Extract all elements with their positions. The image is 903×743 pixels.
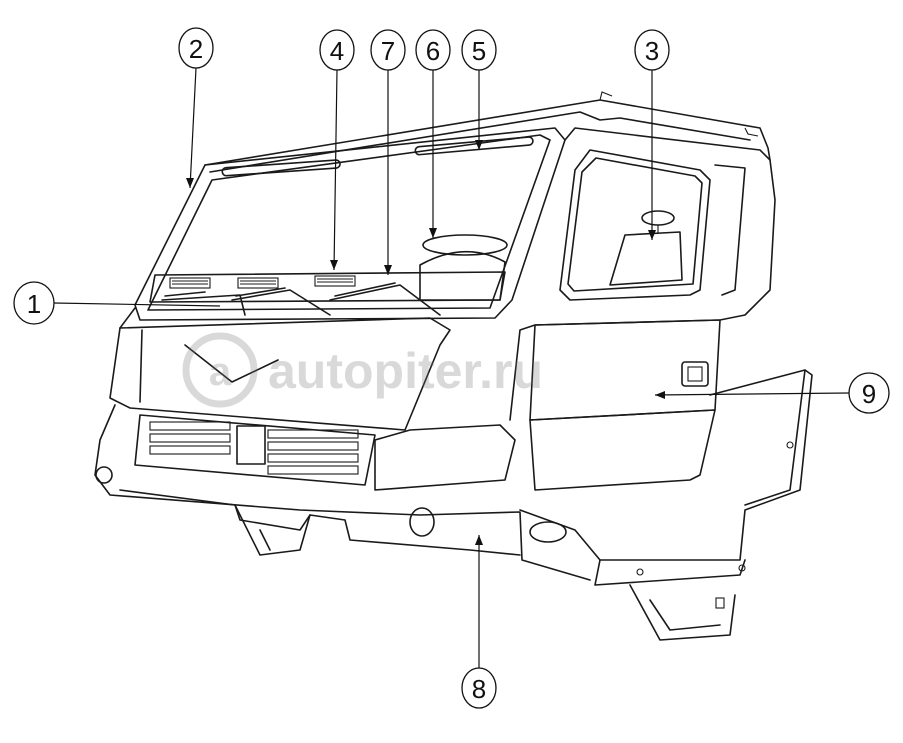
callouts: 1 2 3 4 5 6 7 8 (13, 27, 890, 709)
front-bumper (94, 404, 591, 581)
leader-1 (53, 302, 221, 307)
cab-roof (204, 99, 771, 166)
windshield-wipers (161, 282, 441, 316)
sun-visor-left (221, 159, 341, 177)
leader-9 (654, 392, 850, 396)
callout-8: 8 (461, 667, 497, 709)
fog-lamp-left (95, 466, 113, 484)
windshield-frame (134, 127, 566, 321)
headrest (641, 210, 675, 226)
callout-9: 9 (848, 372, 890, 414)
radiator-grille (134, 414, 376, 486)
front-fascia (109, 317, 451, 431)
door-frame (509, 127, 776, 421)
leader-4 (333, 69, 338, 271)
svg-text:5: 5 (472, 36, 486, 66)
callout-5: 5 (461, 29, 497, 71)
callout-3: 3 (634, 29, 670, 71)
front-emblem (184, 344, 279, 383)
fog-lamp-right (409, 507, 435, 537)
svg-text:6: 6 (426, 36, 440, 66)
callout-6: 6 (415, 29, 451, 71)
svg-text:3: 3 (645, 36, 659, 66)
cab-roof-inner (209, 111, 751, 173)
svg-text:9: 9 (862, 379, 876, 409)
watermark-logo-letter: a (209, 350, 232, 394)
seat (609, 231, 683, 286)
callout-4: 4 (319, 29, 355, 71)
leader-2 (189, 67, 197, 189)
svg-text:8: 8 (472, 674, 486, 704)
callout-2: 2 (178, 27, 214, 69)
watermark-logo-circle (182, 332, 258, 408)
grille-slats (149, 421, 359, 475)
sun-visor-right (414, 136, 534, 156)
watermark-text: autopiter.ru (268, 343, 543, 399)
callout-7: 7 (370, 29, 406, 71)
windshield-glass (147, 134, 551, 311)
door-handle (681, 361, 709, 387)
watermark: a autopiter.ru (182, 332, 543, 408)
door-panel (529, 319, 721, 421)
defroster-vents (169, 275, 356, 289)
rear-mount-bracket (629, 584, 736, 641)
svg-text:2: 2 (189, 34, 203, 64)
svg-text:7: 7 (381, 36, 395, 66)
side-step-panel (519, 369, 813, 561)
callout-1: 1 (13, 281, 55, 325)
leader-lines (53, 67, 850, 668)
steering-wheel (422, 234, 508, 256)
svg-text:4: 4 (330, 36, 344, 66)
front-mount-bracket (234, 504, 311, 556)
svg-text:1: 1 (27, 289, 41, 319)
side-window (559, 149, 711, 301)
